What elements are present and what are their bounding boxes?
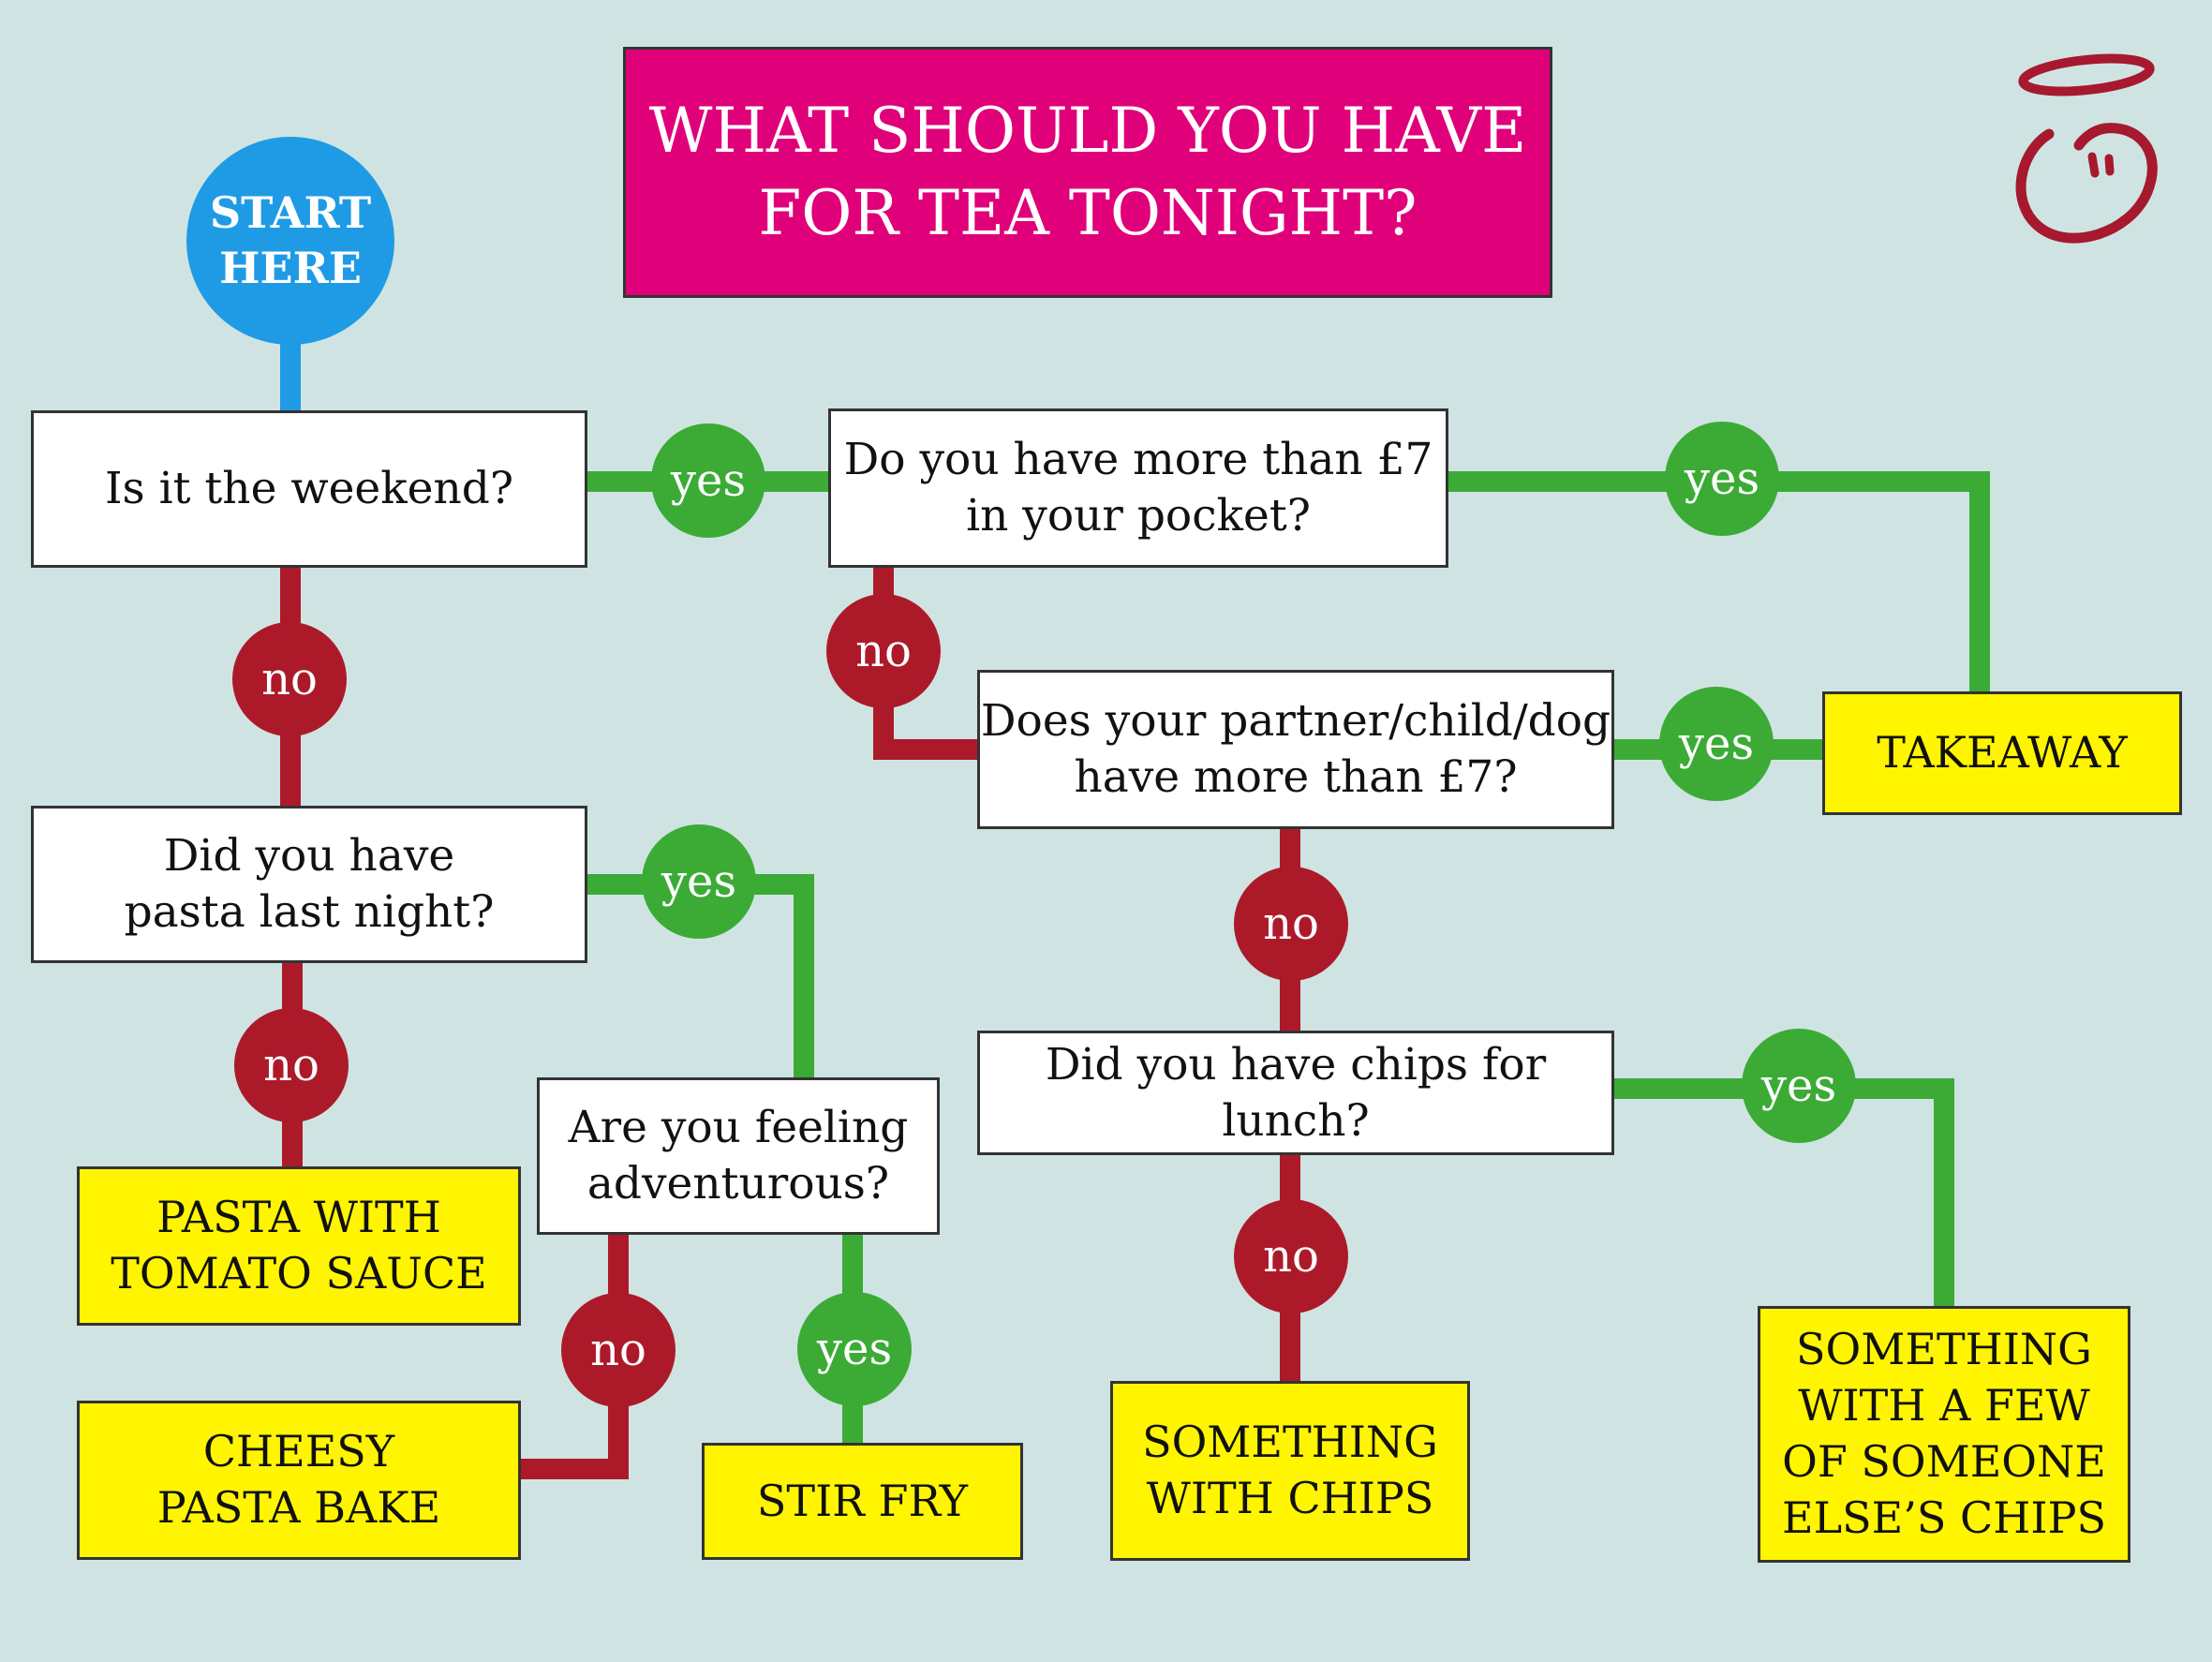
yes-line-chips-elsechips	[1611, 1078, 1954, 1308]
question-chips-for-lunch: Did you have chips for lunch?	[977, 1031, 1614, 1155]
innocent-face-halo-icon	[2015, 53, 2158, 244]
yes-badge-chips: yes	[1742, 1029, 1856, 1143]
no-badge-weekend: no	[232, 622, 347, 736]
start-here-circle: START HERE	[186, 137, 394, 345]
no-badge-money: no	[826, 594, 941, 708]
no-badge-chips: no	[1234, 1199, 1348, 1313]
yes-line-money-takeaway	[1446, 471, 1990, 693]
page-title: WHAT SHOULD YOU HAVE FOR TEA TONIGHT?	[623, 47, 1552, 298]
question-money-in-pocket: Do you have more than £7 in your pocket?	[828, 408, 1448, 568]
question-feeling-adventurous: Are you feeling adventurous?	[537, 1077, 940, 1235]
yes-badge-pasta: yes	[642, 824, 756, 939]
question-weekend: Is it the weekend?	[31, 410, 587, 568]
result-someone-elses-chips: SOMETHING WITH A FEW OF SOMEONE ELSE’S C…	[1758, 1306, 2130, 1563]
yes-badge-adventurous: yes	[797, 1292, 912, 1406]
result-takeaway: TAKEAWAY	[1822, 691, 2182, 815]
yes-badge-money: yes	[1665, 422, 1779, 536]
no-badge-pasta: no	[234, 1008, 349, 1122]
result-something-with-chips: SOMETHING WITH CHIPS	[1110, 1381, 1470, 1561]
no-badge-adventurous: no	[561, 1293, 675, 1407]
result-cheesy-pasta-bake: CHEESY PASTA BAKE	[77, 1401, 521, 1560]
result-stir-fry: STIR FRY	[702, 1443, 1023, 1560]
no-badge-partner: no	[1234, 867, 1348, 981]
yes-badge-partner: yes	[1659, 687, 1774, 801]
result-pasta-tomato-sauce: PASTA WITH TOMATO SAUCE	[77, 1166, 521, 1326]
yes-badge-weekend: yes	[651, 423, 765, 538]
question-pasta-last-night: Did you have pasta last night?	[31, 806, 587, 963]
question-partner-money: Does your partner/child/dog have more th…	[977, 670, 1614, 829]
